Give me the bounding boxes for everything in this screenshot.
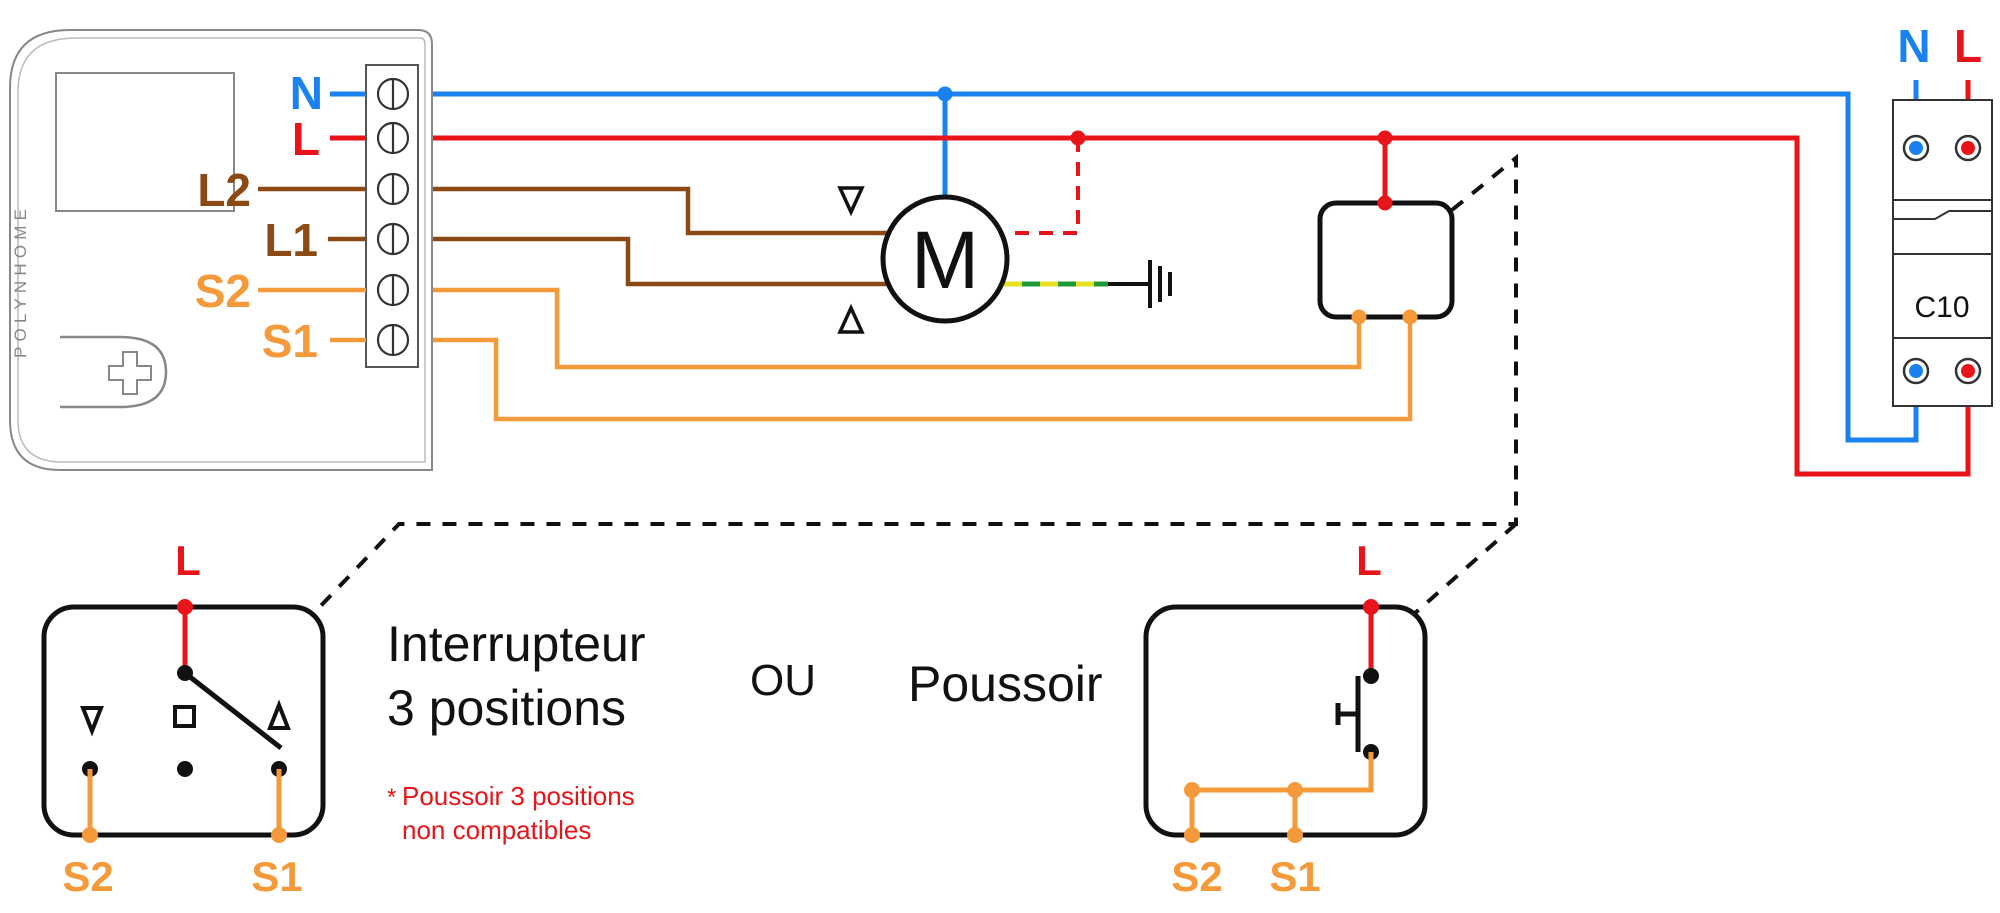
terminal-label-n: N — [290, 67, 323, 119]
pushbutton-label-s1: S1 — [1269, 853, 1320, 900]
terminal-label-s2: S2 — [195, 265, 251, 317]
switch3-note-line1: Poussoir 3 positions — [402, 781, 635, 811]
breaker-terminal-dot — [1909, 364, 1923, 378]
wire-l2-motor — [433, 186, 887, 236]
supply-label-l: L — [1954, 20, 1982, 72]
switch3-label-s1: S1 — [251, 853, 302, 900]
pushbutton-label-s2: S2 — [1171, 853, 1222, 900]
switch3-title-line2: 3 positions — [387, 680, 626, 736]
pushbutton-junction-right — [1287, 782, 1303, 798]
arrow-up-icon — [837, 303, 865, 334]
push-contact-icon — [1335, 676, 1361, 752]
switch3-label-l: L — [175, 537, 201, 584]
switch3-detail: L S2 S1 Interrupteur 3 positions * Pouss… — [41, 537, 645, 900]
pushbutton-junction-left — [1184, 782, 1200, 798]
switch3-terminal-l — [177, 599, 193, 615]
terminal-label-l2: L2 — [197, 164, 251, 216]
switch3-terminal-s1 — [271, 827, 287, 843]
switch3-label-s2: S2 — [62, 853, 113, 900]
plus-icon — [108, 351, 152, 395]
motor-label: M — [911, 215, 979, 306]
terminal-screws — [376, 77, 410, 357]
wire-s1-switch — [433, 317, 1413, 422]
arrow-down-icon — [80, 706, 104, 737]
switch-box-terminal-s1 — [1402, 309, 1418, 325]
arrow-down-icon — [837, 186, 865, 217]
wire-s2-switch — [433, 287, 1362, 370]
terminal-label-l1: L1 — [264, 214, 318, 266]
terminal-block — [365, 64, 419, 368]
module-label-window — [55, 72, 235, 212]
switch3-contact-mid — [177, 761, 193, 777]
junctions — [937, 86, 1393, 146]
junction-neutral — [937, 86, 953, 102]
module-inner-outline — [17, 37, 426, 463]
switch3-terminal-s2 — [82, 827, 98, 843]
arrow-up-icon — [267, 699, 291, 730]
junction-live-motor — [1070, 130, 1086, 146]
wire-live-motor-dashed — [1006, 138, 1080, 235]
breaker-terminal-dot — [1961, 141, 1975, 155]
junction-live-switch — [1377, 130, 1393, 146]
module-clip — [60, 335, 168, 409]
zoom-lines — [311, 153, 1518, 616]
switch3-title-line1: Interrupteur — [387, 616, 645, 672]
pushbutton-box — [1143, 604, 1428, 838]
motor-symbol — [880, 194, 1010, 324]
breaker-terminal-dot — [1961, 364, 1975, 378]
pushbutton-detail: Poussoir L S2 S1 — [908, 537, 1428, 900]
wire-l1-motor — [433, 236, 887, 287]
stop-square-icon — [173, 705, 196, 728]
motor: M — [880, 194, 1010, 324]
switch3-lever — [183, 671, 283, 750]
switch3-note-star: * — [387, 784, 396, 811]
switch-box-terminal-s2 — [1351, 309, 1367, 325]
switch3-note-line2: non compatibles — [402, 815, 591, 845]
switch-box-terminal-l — [1377, 195, 1393, 211]
terminal-label-l: L — [292, 113, 320, 165]
separator-ou: OU — [750, 656, 816, 705]
supply-labels: N L — [1897, 20, 1982, 72]
wires — [258, 80, 1971, 477]
pushbutton-internal-wire — [1189, 752, 1374, 835]
wire-neutral-main — [433, 91, 1919, 443]
pushbutton-contact-top — [1363, 668, 1379, 684]
pushbutton-terminal-s1 — [1287, 827, 1303, 843]
terminal-labels: N L L2 L1 S2 S1 — [195, 67, 323, 367]
pushbutton-title: Poussoir — [908, 656, 1103, 712]
pushbutton-label-l: L — [1356, 537, 1382, 584]
pushbutton-terminal-s2 — [1184, 827, 1200, 843]
switch3-pivot — [177, 665, 193, 681]
breaker-bridge — [1893, 210, 1992, 220]
wire-live-main — [433, 135, 1971, 477]
supply-label-n: N — [1897, 20, 1930, 72]
breaker-rating: C10 — [1914, 291, 1969, 324]
polynhome-module: POLYNHOME — [9, 29, 433, 471]
earth-icon — [1148, 260, 1172, 308]
terminal-label-s1: S1 — [262, 315, 318, 367]
breaker-terminal-dot — [1909, 141, 1923, 155]
pushbutton-terminal-l — [1363, 599, 1379, 615]
switch-box — [1317, 200, 1455, 320]
breaker: C10 — [1892, 99, 1993, 407]
module-brand: POLYNHOME — [11, 204, 30, 358]
